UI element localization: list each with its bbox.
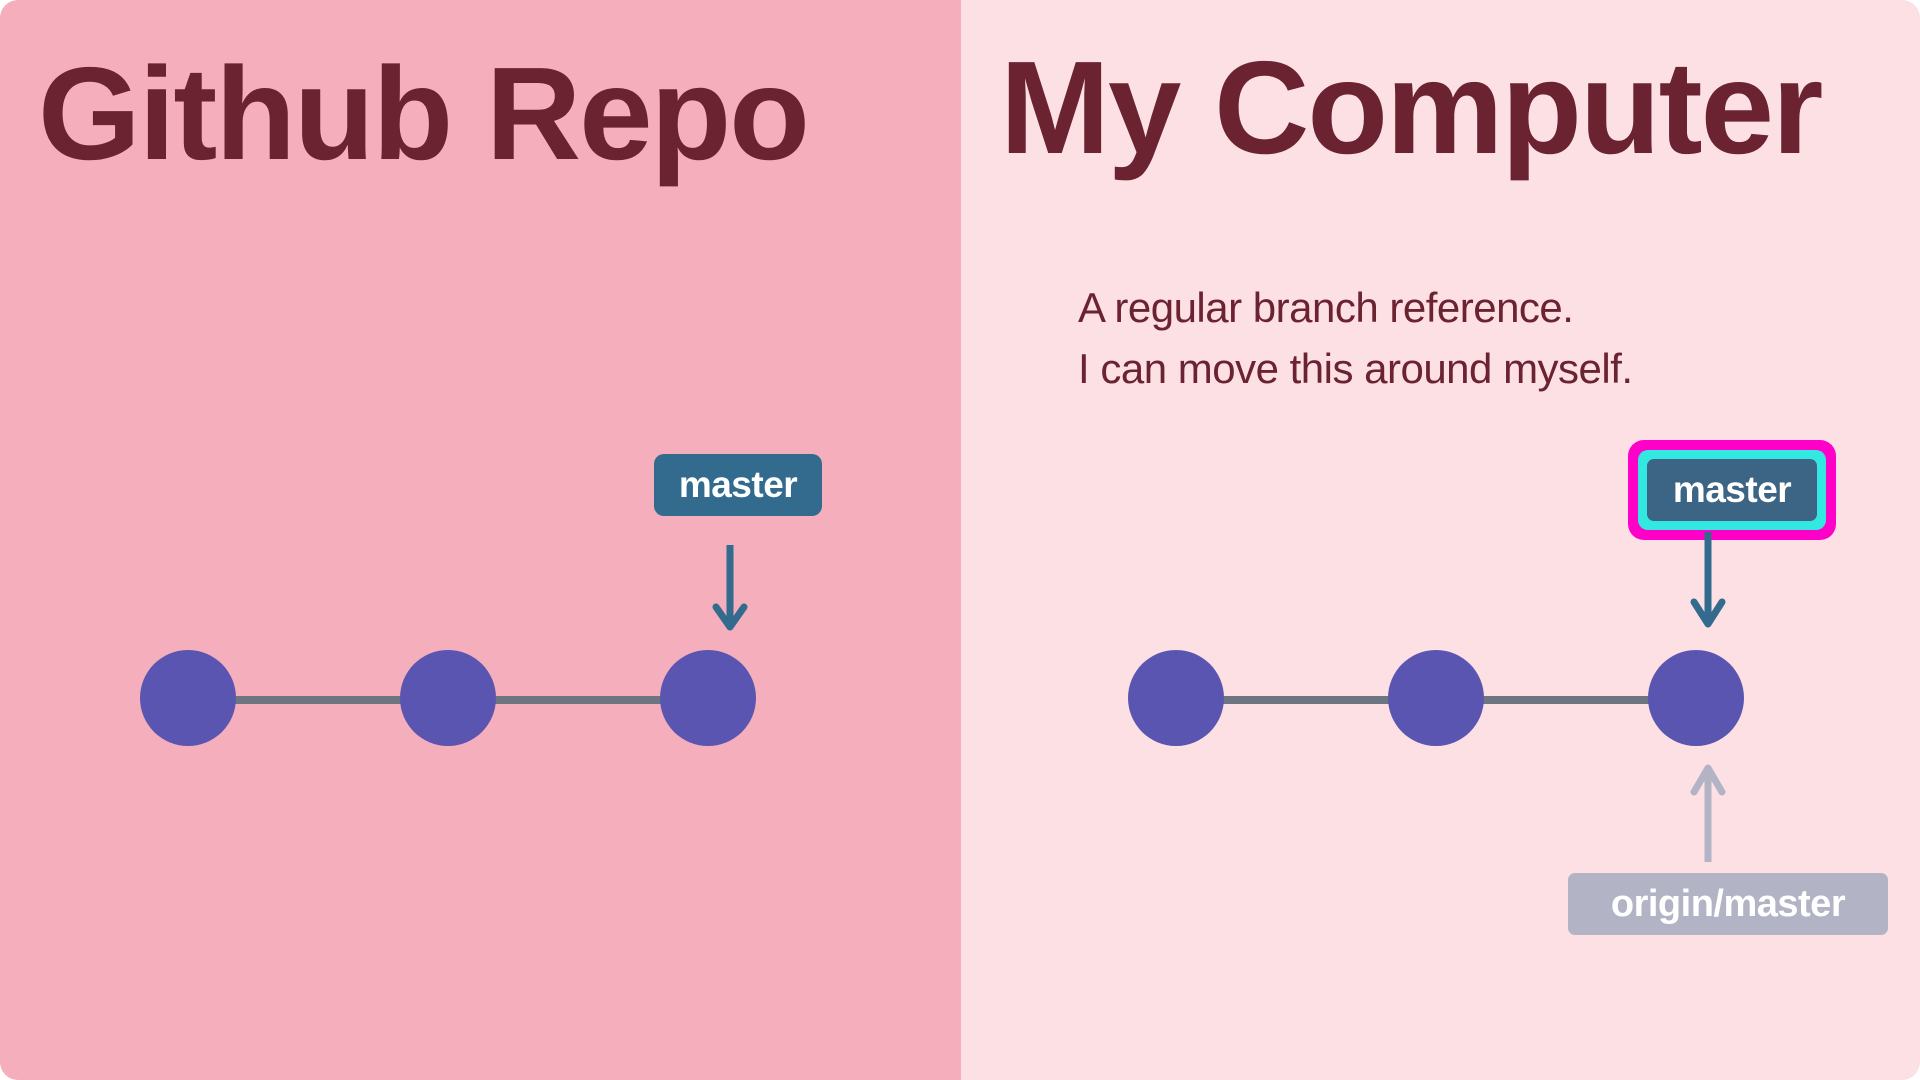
arrow-down-icon <box>712 545 748 631</box>
commit-graph-right <box>1128 650 1778 750</box>
commit-node[interactable] <box>1388 650 1484 746</box>
commit-edge <box>188 696 448 704</box>
panel-title-my-computer: My Computer <box>1000 34 1823 181</box>
arrow-down-icon <box>1690 532 1726 628</box>
branch-badge-highlight-inner-ring: master <box>1638 450 1826 530</box>
arrow-up-icon <box>1690 764 1726 862</box>
branch-badge-master-right-highlight[interactable]: master <box>1628 440 1836 540</box>
commit-node[interactable] <box>400 650 496 746</box>
commit-edge <box>1176 696 1436 704</box>
description-text: A regular branch reference. I can move t… <box>1078 278 1633 400</box>
branch-badge-master-left[interactable]: master <box>654 454 822 516</box>
commit-node[interactable] <box>1128 650 1224 746</box>
remote-branch-badge-origin-master[interactable]: origin/master <box>1568 873 1888 935</box>
commit-edge <box>1436 696 1696 704</box>
commit-node[interactable] <box>1648 650 1744 746</box>
panel-github-repo: Github Repo master <box>0 0 961 1080</box>
commit-node[interactable] <box>140 650 236 746</box>
commit-edge <box>448 696 708 704</box>
commit-node[interactable] <box>660 650 756 746</box>
description-line-1: A regular branch reference. <box>1078 284 1574 331</box>
branch-badge-master-right[interactable]: master <box>1647 459 1817 521</box>
description-line-2: I can move this around myself. <box>1078 344 1633 392</box>
commit-graph-left <box>140 650 790 750</box>
panel-title-github-repo: Github Repo <box>38 40 810 187</box>
